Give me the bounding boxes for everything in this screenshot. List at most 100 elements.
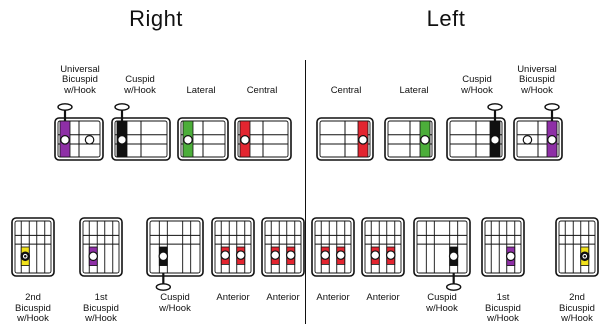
lower-left-label-4: 1st Bicuspid w/Hook	[485, 292, 521, 324]
upper-left-bracket-3	[446, 103, 506, 161]
upper-left-bracket-4-marker-dot	[547, 135, 557, 145]
upper-left-bracket-4-marker-dot-center	[549, 137, 555, 143]
upper-right-bracket-4-marker-dot-center	[242, 137, 248, 143]
lower-right-bracket-1-body	[11, 217, 55, 277]
upper-left-label-2: Lateral	[399, 84, 429, 96]
lower-left-bracket-3-wing-a	[425, 220, 435, 274]
lower-right-bracket-4	[211, 217, 255, 277]
midline-divider	[305, 60, 307, 324]
upper-right-bracket-1-second-dot-center	[87, 137, 92, 143]
lower-left-bracket-4-marker-dot-center	[508, 253, 514, 259]
upper-left-label-3: Cuspid w/Hook	[461, 74, 493, 96]
lower-left-bracket-5-base	[558, 220, 596, 274]
upper-right-label-3: Lateral	[186, 84, 216, 96]
lower-right-bracket-5	[261, 217, 305, 277]
lower-left-bracket-2-marker-dot-1	[370, 250, 381, 260]
lower-right-bracket-1-wing-b	[36, 220, 46, 274]
upper-left-bracket-2-marker-dot	[420, 135, 430, 145]
lower-right-bracket-2-base	[82, 220, 120, 274]
lower-right-bracket-2-wing-b	[104, 220, 114, 274]
upper-right-bracket-3-marker-dot	[183, 135, 193, 145]
upper-right-bracket-2	[111, 103, 171, 161]
upper-right-label-1: Universal Bicuspid w/Hook	[60, 63, 100, 96]
lower-left-bracket-4-base	[484, 220, 522, 274]
lower-right-bracket-2-body	[79, 217, 123, 277]
lower-right-bracket-5-marker-dot-2	[285, 250, 296, 260]
lower-right-bracket-4-marker-dot-2	[235, 250, 246, 260]
lower-left-bracket-2	[361, 217, 405, 277]
upper-right-bracket-1-marker-dot-center	[62, 137, 68, 143]
lower-left-bracket-4-wing-a	[490, 220, 500, 274]
lower-right-bracket-5-marker-dot-1-center	[272, 252, 278, 258]
lower-left-bracket-1-marker-dot-1-center	[322, 252, 328, 258]
lower-right-bracket-1-base	[14, 220, 52, 274]
upper-right-bracket-1	[54, 103, 104, 161]
upper-right-label-4: Central	[246, 84, 278, 96]
lower-right-bracket-3-body	[146, 217, 204, 277]
lower-left-bracket-1-base	[314, 220, 352, 274]
lower-left-bracket-3-marker-dot-center	[451, 253, 457, 259]
upper-right-bracket-4-marker-dot	[240, 135, 250, 145]
upper-right-bracket-1-hook-ball	[57, 103, 73, 111]
lower-right-bracket-3-wing-b	[182, 220, 192, 274]
upper-right-bracket-2-hook-ball	[114, 103, 130, 111]
lower-right-bracket-3-marker-dot-center	[160, 253, 166, 259]
upper-left-bracket-4	[513, 103, 563, 161]
upper-right-bracket-1-marker-dot	[60, 135, 70, 145]
upper-left-bracket-4-hook-ball	[544, 103, 560, 111]
right-heading: Right	[129, 6, 183, 31]
lower-right-label-2: 1st Bicuspid w/Hook	[83, 292, 119, 324]
lower-left-bracket-5-body	[555, 217, 599, 277]
lower-right-label-1: 2nd Bicuspid w/Hook	[15, 292, 51, 324]
lower-right-bracket-4-marker-dot-1-center	[222, 252, 228, 258]
lower-right-bracket-2	[79, 217, 123, 277]
lower-right-bracket-4-marker-dot-1	[220, 250, 231, 260]
upper-right-bracket-3	[177, 117, 229, 161]
lower-right-bracket-3-base	[149, 220, 201, 274]
lower-left-bracket-3-base	[416, 220, 468, 274]
upper-left-bracket-1-marker-dot	[358, 135, 368, 145]
lower-right-bracket-3-hook-ball	[155, 283, 172, 291]
lower-left-bracket-1-marker-dot-1	[320, 250, 331, 260]
upper-right-bracket-1-second-dot	[84, 135, 95, 145]
lower-right-label-5: Anterior	[266, 292, 300, 303]
upper-right-bracket-3-marker-dot-center	[185, 137, 191, 143]
upper-left-bracket-4-second-dot-center	[525, 137, 530, 143]
upper-right-bracket-2-marker-dot	[117, 135, 127, 145]
upper-left-bracket-4-second-dot	[522, 135, 533, 145]
lower-left-bracket-1-body	[311, 217, 355, 277]
upper-left-bracket-3-marker-dot	[490, 135, 500, 145]
lower-left-bracket-1-marker-dot-2-center	[338, 252, 344, 258]
lower-left-bracket-2-marker-dot-2	[385, 250, 396, 260]
lower-left-bracket-4-marker-dot	[505, 251, 516, 262]
lower-left-bracket-5-marker-dot-center	[582, 253, 588, 259]
lower-left-bracket-2-marker-dot-2-center	[388, 252, 394, 258]
lower-left-label-3: Cuspid w/Hook	[426, 292, 458, 314]
lower-right-label-4: Anterior	[216, 292, 250, 303]
lower-right-bracket-5-marker-dot-1	[270, 250, 281, 260]
left-heading: Left	[426, 6, 466, 31]
upper-left-bracket-3-hook-ball	[487, 103, 503, 111]
upper-left-bracket-1-marker-dot-center	[360, 137, 366, 143]
lower-left-bracket-5-wing-a	[564, 220, 574, 274]
lower-right-bracket-5-base	[264, 220, 302, 274]
lower-left-bracket-2-body	[361, 217, 405, 277]
lower-left-bracket-1-marker-dot-2	[335, 250, 346, 260]
upper-right-label-2: Cuspid w/Hook	[124, 74, 156, 96]
lower-right-bracket-1-marker-dot-center	[22, 253, 28, 259]
upper-right-bracket-4	[234, 117, 292, 161]
lower-left-bracket-3-marker-dot	[448, 251, 459, 262]
lower-right-label-3: Cuspid w/Hook	[159, 292, 191, 314]
lower-left-bracket-2-marker-dot-1-center	[372, 252, 378, 258]
upper-left-bracket-3-marker-dot-center	[492, 137, 498, 143]
lower-left-bracket-1	[311, 217, 355, 277]
lower-left-label-1: Anterior	[316, 292, 350, 303]
lower-left-bracket-2-base	[364, 220, 402, 274]
lower-left-label-2: Anterior	[366, 292, 400, 303]
lower-left-bracket-5	[555, 217, 599, 277]
lower-right-bracket-4-base	[214, 220, 252, 274]
lower-left-bracket-3-hook-ball	[445, 283, 462, 291]
lower-left-label-5: 2nd Bicuspid w/Hook	[559, 292, 595, 324]
upper-left-label-1: Central	[330, 84, 362, 96]
